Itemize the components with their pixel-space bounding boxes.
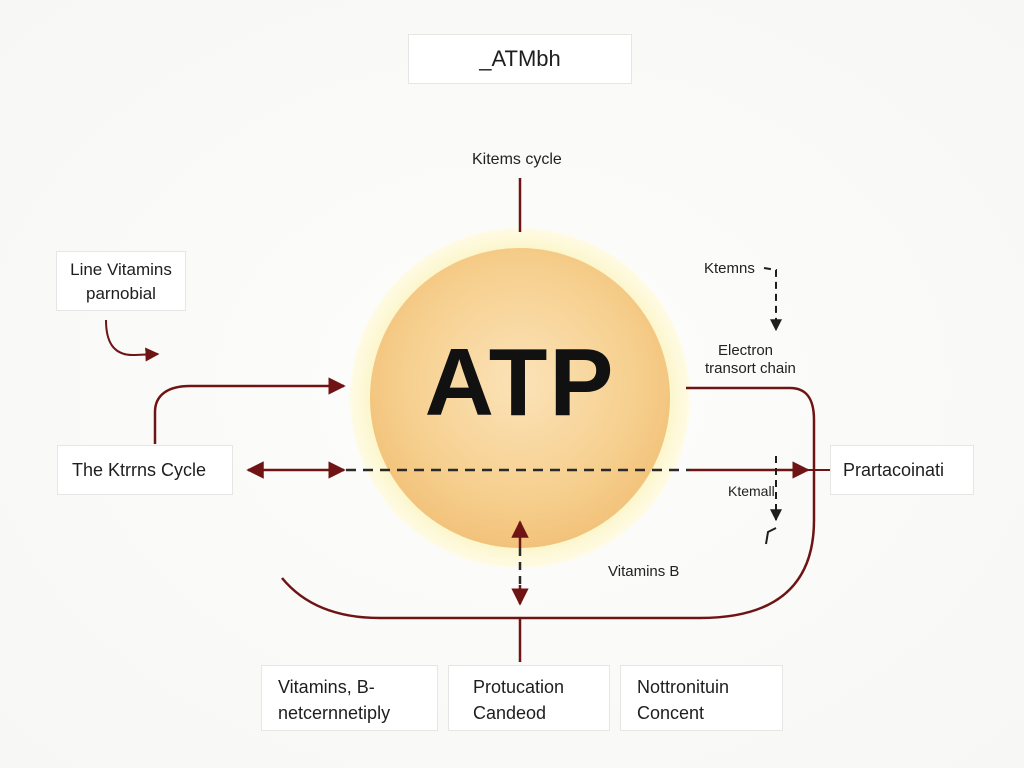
label-ktemns: Ktemns xyxy=(704,260,755,277)
box-krebs-cycle: The Ktrrns Cycle xyxy=(57,445,233,495)
label-ktemall: Ktemall xyxy=(728,483,775,499)
label-vitamins-b: Vitamins B xyxy=(608,563,680,580)
label-transport-chain: transort chain xyxy=(705,360,796,377)
box-line-vitamins: Line Vitamins parnobial xyxy=(56,251,186,311)
atp-label: ATP xyxy=(424,329,616,436)
box-protucation: Protucation Candeod xyxy=(448,665,610,731)
label-electron: Electron xyxy=(718,342,774,359)
label-kitems-cycle: Kitems cycle xyxy=(472,151,562,168)
left-upper-curve-arrow xyxy=(105,319,160,362)
mid-right-hook xyxy=(765,527,777,545)
title-text: _ATMbh xyxy=(479,46,561,71)
krebs-to-atp-arrow xyxy=(153,377,346,444)
box-nottronituin: Nottronituin Concent xyxy=(620,665,783,731)
box-prartacoinati: Prartacoinati xyxy=(830,445,974,495)
upper-right-dashed-arrow xyxy=(763,267,782,332)
title-box: _ATMbh xyxy=(408,34,632,84)
box-vitamins-b-bottom: Vitamins, B- netcernnetiply xyxy=(261,665,438,731)
right-loop-line xyxy=(281,386,816,620)
atp-core xyxy=(370,248,670,548)
